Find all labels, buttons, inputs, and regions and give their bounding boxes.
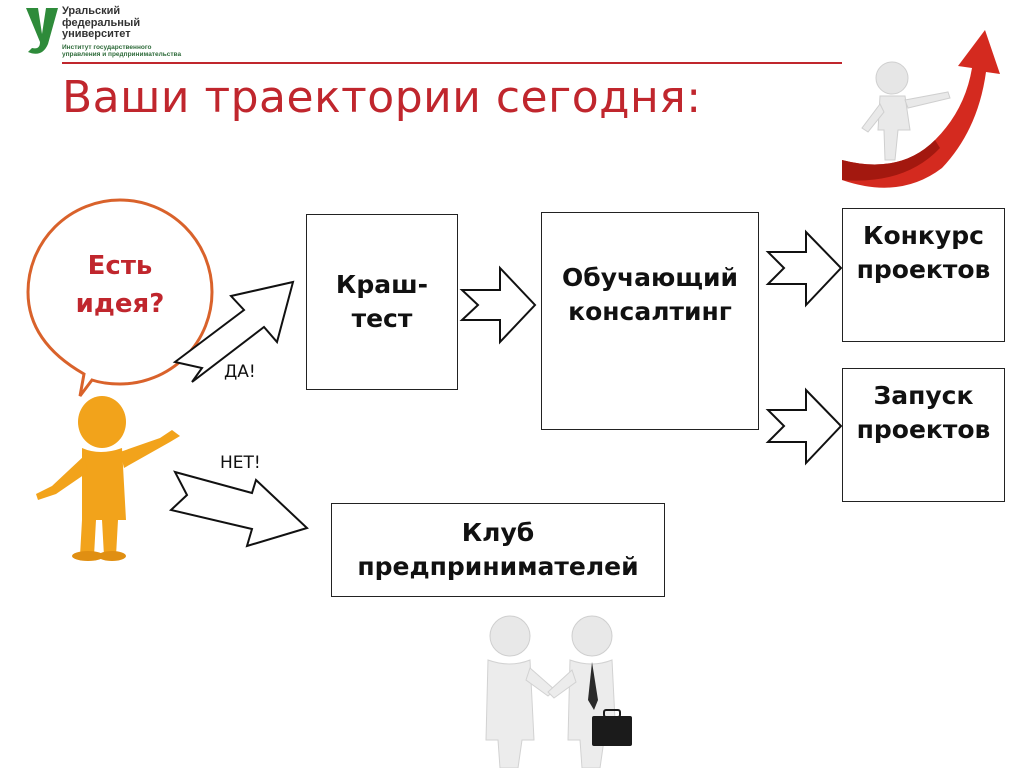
page-title: Ваши траектории сегодня:	[62, 72, 702, 123]
university-logo: Уральский федеральный университет Инстит…	[22, 4, 202, 60]
contest-line-2: проектов	[856, 254, 991, 284]
handshake-illustration	[485, 615, 632, 768]
entrepreneurs-club-box: Клуб предпринимателей	[331, 503, 665, 597]
yes-label: ДА!	[224, 362, 256, 382]
consult-to-launch-arrow	[765, 387, 843, 466]
idea-speech-bubble	[26, 198, 214, 397]
consulting-box: Обучающий консалтинг	[541, 212, 759, 430]
no-label: НЕТ!	[220, 453, 261, 473]
yes-arrow	[172, 280, 295, 383]
bubble-line-1: Есть	[87, 251, 153, 281]
logo-institute-line1: Институт государственного	[62, 44, 152, 51]
bubble-line-2: идея?	[75, 288, 165, 319]
bubble-text: Есть идея?	[40, 248, 200, 323]
consulting-line-2: консалтинг	[568, 296, 732, 326]
rising-arrow-illustration	[842, 30, 1000, 188]
no-arrow	[168, 470, 309, 548]
launch-line-2: проектов	[856, 414, 991, 444]
club-line-1: Клуб	[461, 518, 535, 548]
crash-test-line-1: Краш-	[335, 270, 429, 300]
consult-to-contest-arrow	[765, 229, 843, 308]
club-line-2: предпринимателей	[357, 552, 639, 581]
logo-mark-icon	[26, 8, 58, 54]
orange-person-figure	[36, 396, 180, 561]
logo-university-line3: университет	[62, 28, 131, 41]
crash-test-line-2: тест	[351, 304, 413, 333]
project-launch-box: Запуск проектов	[842, 368, 1005, 502]
crash-to-consult-arrow	[459, 265, 537, 345]
contest-line-1: Конкурс	[863, 221, 984, 250]
project-contest-box: Конкурс проектов	[842, 208, 1005, 342]
launch-line-1: Запуск	[873, 381, 974, 410]
header-rule	[62, 62, 842, 64]
crash-test-box: Краш- тест	[306, 214, 458, 390]
logo-university-line1: Уральский	[62, 5, 121, 17]
consulting-line-1: Обучающий	[561, 263, 738, 292]
logo-university-line2: федеральный	[62, 16, 141, 29]
logo-institute-line2: управления и предпринимательства	[62, 50, 182, 58]
